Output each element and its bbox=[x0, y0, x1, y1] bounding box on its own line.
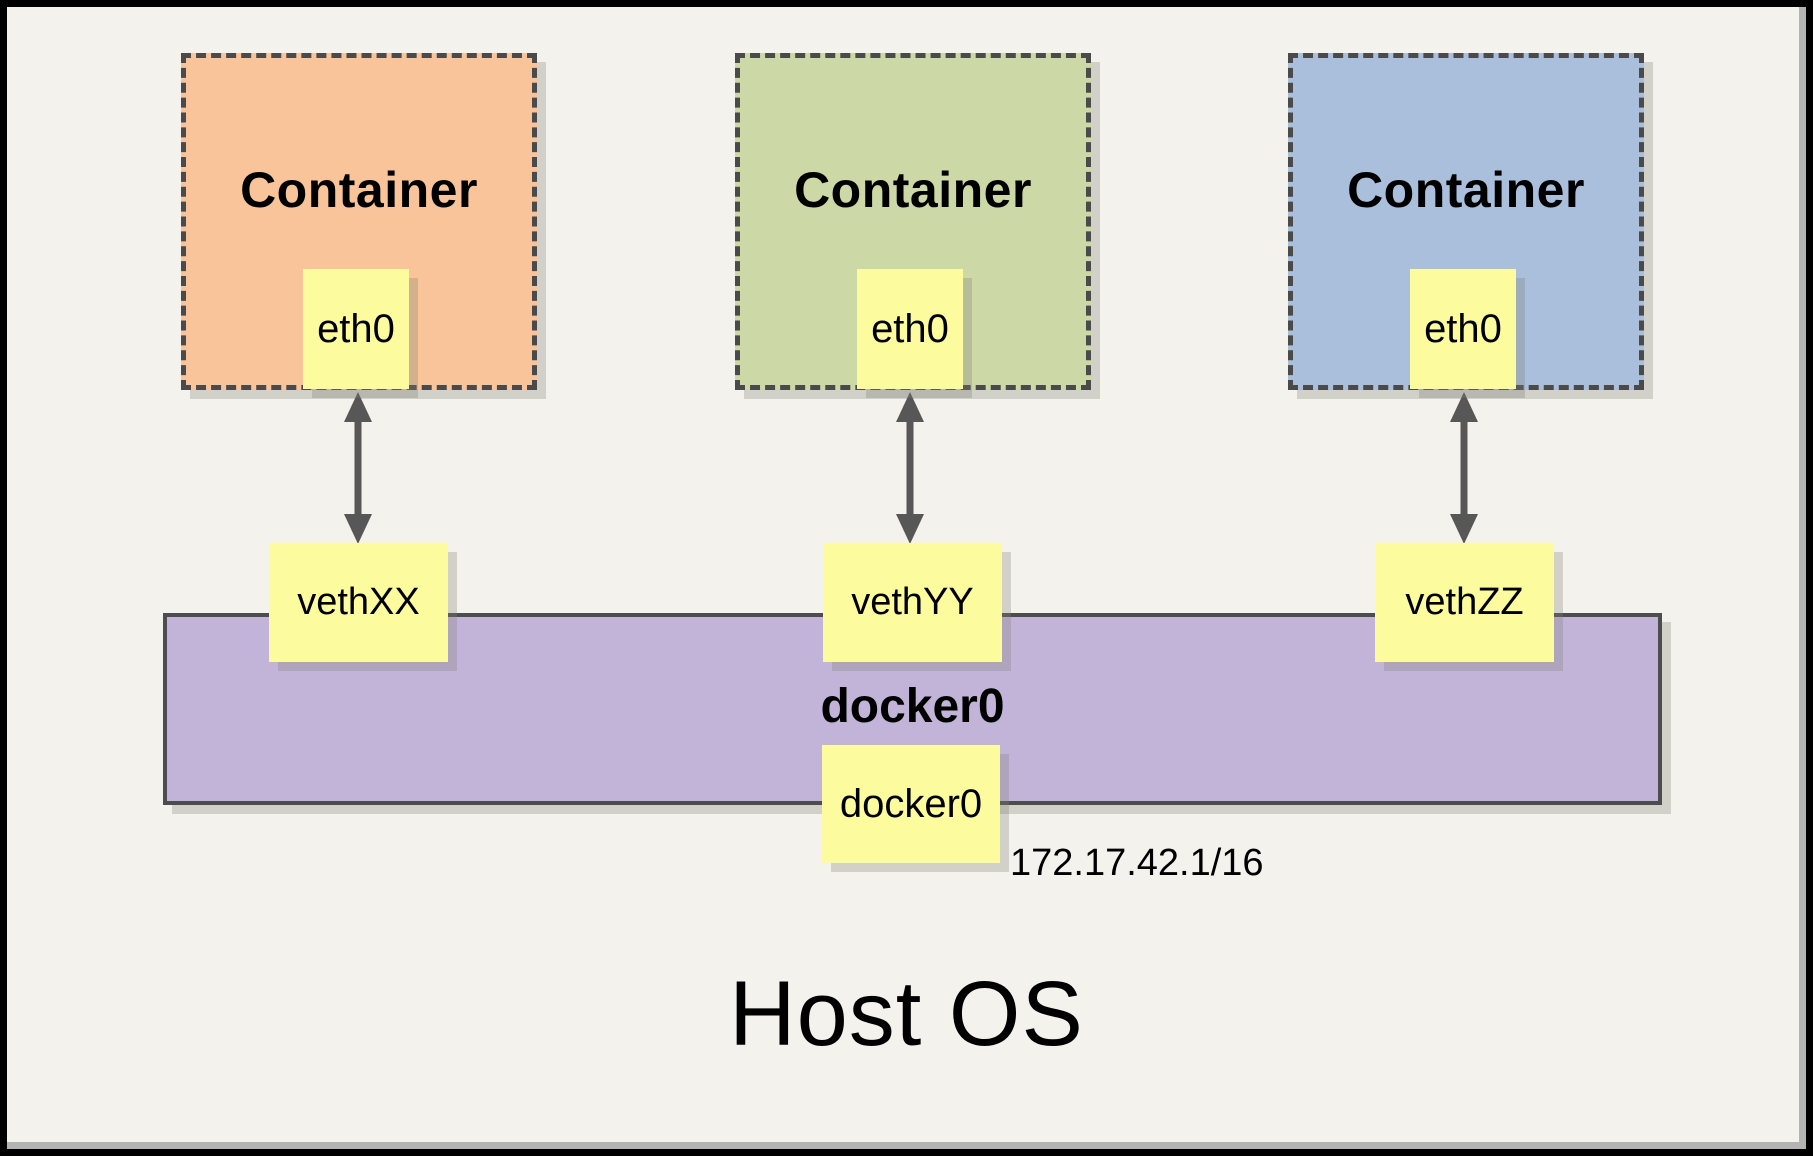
veth-node-1-label: vethXX bbox=[297, 581, 420, 623]
double-arrow-icon-2 bbox=[896, 392, 924, 544]
veth-node-1: vethXX bbox=[269, 543, 448, 662]
eth0-node-3: eth0 bbox=[1410, 269, 1516, 389]
container-1-label: Container bbox=[240, 162, 478, 218]
diagram-canvas: Container Container Container eth0 eth0 … bbox=[7, 7, 1806, 1149]
container-2-label: Container bbox=[794, 162, 1032, 218]
veth-node-2-label: vethYY bbox=[851, 581, 974, 623]
veth-node-3: vethZZ bbox=[1375, 543, 1554, 662]
bridge-ip-label: 172.17.42.1/16 bbox=[1010, 842, 1264, 884]
veth-node-2: vethYY bbox=[823, 543, 1002, 662]
eth0-node-3-label: eth0 bbox=[1424, 306, 1502, 351]
double-arrow-icon-1 bbox=[344, 392, 372, 544]
eth0-node-2-label: eth0 bbox=[871, 306, 949, 351]
docker0-interface-node: docker0 bbox=[822, 745, 1000, 863]
eth0-node-2: eth0 bbox=[857, 269, 963, 389]
eth0-node-1-label: eth0 bbox=[317, 306, 395, 351]
double-arrow-icon-3 bbox=[1450, 392, 1478, 544]
eth0-node-1: eth0 bbox=[303, 269, 409, 389]
container-3-label: Container bbox=[1347, 162, 1585, 218]
veth-node-3-label: vethZZ bbox=[1405, 581, 1524, 623]
docker0-bridge-label: docker0 bbox=[820, 680, 1005, 733]
host-os-label: Host OS bbox=[729, 963, 1084, 1065]
docker0-interface-label: docker0 bbox=[839, 781, 983, 826]
